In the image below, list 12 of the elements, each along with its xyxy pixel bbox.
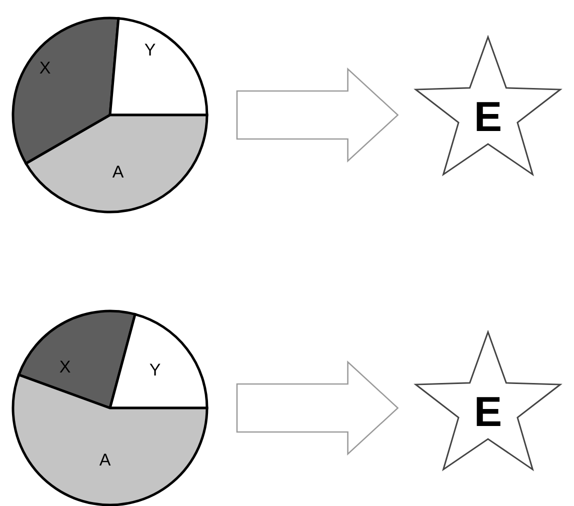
sector-label: X	[59, 358, 71, 376]
sector-label: X	[39, 60, 51, 76]
star-label: E	[474, 391, 502, 433]
block-arrow	[236, 360, 399, 456]
pie-diagram	[11, 16, 209, 214]
block-arrow	[236, 68, 399, 162]
sector-label: A	[112, 164, 124, 180]
sector-label: Y	[149, 362, 161, 378]
star-label: E	[474, 96, 502, 138]
sector-label: Y	[144, 42, 156, 58]
pie-diagram	[11, 309, 209, 506]
sector-label: A	[99, 452, 111, 468]
